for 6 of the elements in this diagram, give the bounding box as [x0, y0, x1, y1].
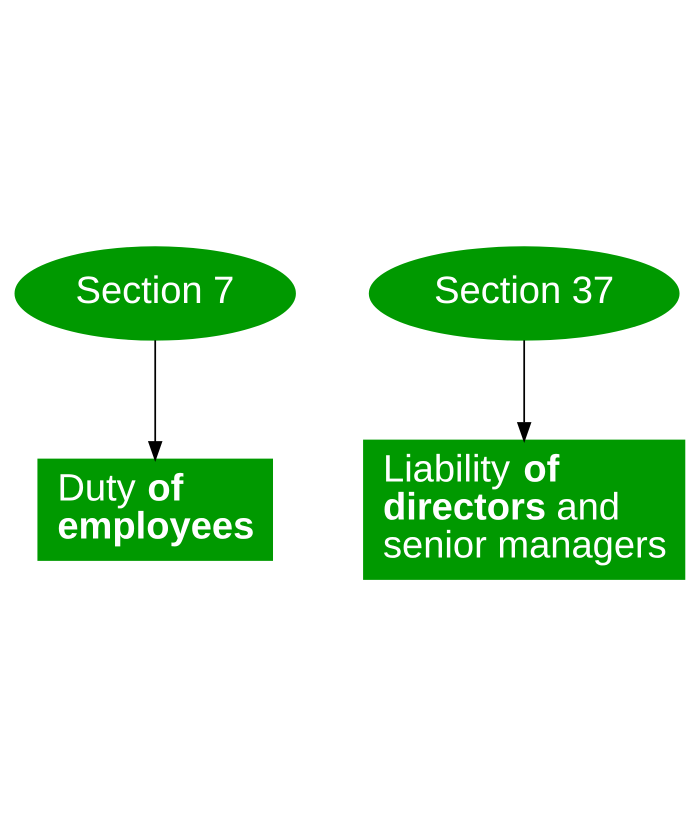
node-box: Duty of employees [37, 458, 273, 560]
arrow [148, 340, 162, 462]
node-ellipse: Section 37 [368, 246, 680, 340]
node-ellipse: Section 7 [14, 246, 296, 340]
node-box: Liability of directors and senior managers [363, 439, 686, 580]
arrow [516, 340, 532, 442]
